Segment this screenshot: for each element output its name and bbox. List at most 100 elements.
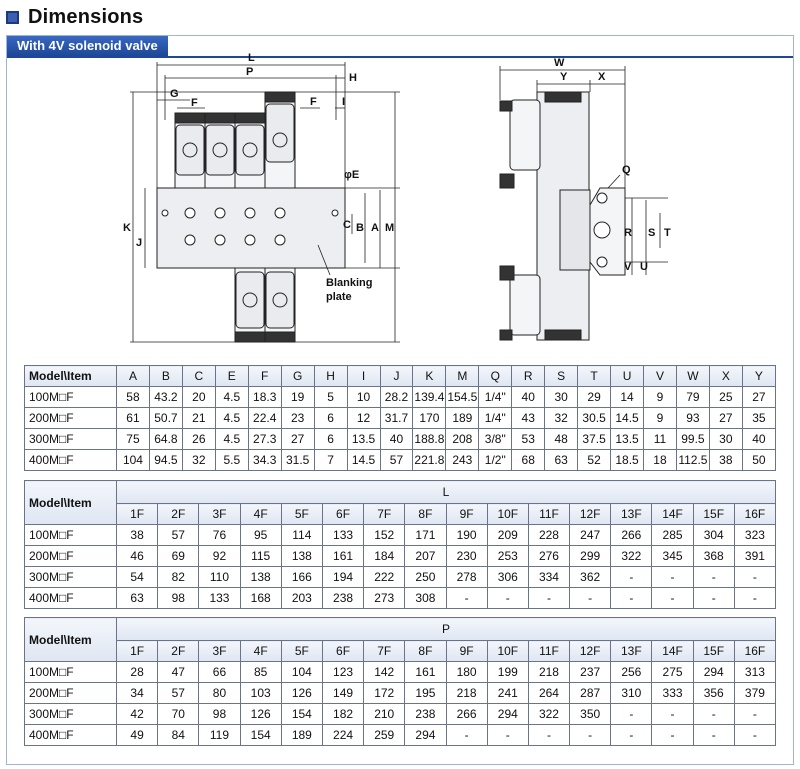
value-cell: 199	[486, 661, 529, 683]
value-cell: 259	[363, 724, 406, 746]
model-cell: 100M□F	[24, 386, 117, 408]
value-cell: 80	[198, 682, 241, 704]
value-cell: 27	[708, 407, 743, 429]
value-cell: 241	[486, 682, 529, 704]
title-row: Dimensions	[6, 4, 143, 30]
value-cell: 171	[404, 524, 447, 546]
value-cell: 299	[569, 545, 612, 567]
value-cell: 38	[115, 524, 159, 546]
value-cell: 30	[544, 386, 579, 408]
value-cell: 1/4"	[478, 407, 513, 429]
value-cell: 253	[486, 545, 529, 567]
value-cell: 188.8	[412, 428, 447, 450]
value-cell: 294	[486, 703, 529, 725]
value-cell: -	[733, 724, 777, 746]
model-cell: 300M□F	[24, 428, 117, 450]
column-header: V	[643, 365, 677, 387]
value-cell: 58	[116, 386, 150, 408]
value-cell: 218	[527, 661, 571, 683]
value-cell: -	[651, 724, 694, 746]
column-header: 12F	[569, 503, 612, 525]
value-cell: 203	[280, 587, 323, 609]
value-cell: 266	[445, 703, 488, 725]
value-cell: 238	[404, 703, 447, 725]
model-cell: 100M□F	[24, 661, 117, 683]
value-cell: 63	[544, 449, 579, 471]
value-cell: 368	[692, 545, 735, 567]
value-cell: 43.2	[148, 386, 183, 408]
column-header: 13F	[610, 640, 653, 662]
value-cell: 32	[181, 449, 216, 471]
value-cell: 30.5	[577, 407, 612, 429]
value-cell: 5	[313, 386, 348, 408]
value-cell: 21	[181, 407, 216, 429]
side-view: W Y X Q R S T V U	[499, 57, 671, 341]
model-header-cell: Model\Item	[24, 365, 117, 387]
value-cell: 275	[651, 661, 694, 683]
label-I: I	[342, 96, 345, 108]
value-cell: 238	[321, 587, 365, 609]
column-header: 13F	[610, 503, 653, 525]
column-header: G	[280, 365, 315, 387]
manifold-base	[156, 187, 346, 269]
value-cell: 237	[569, 661, 612, 683]
value-cell: -	[692, 587, 735, 609]
value-cell: 304	[692, 524, 735, 546]
value-cell: -	[486, 724, 529, 746]
column-header: 2F	[157, 640, 200, 662]
value-cell: 154.5	[445, 386, 480, 408]
label-phiE: φE	[344, 169, 359, 181]
value-cell: 43	[511, 407, 546, 429]
column-header: 6F	[321, 503, 365, 525]
value-cell: 14.5	[346, 449, 381, 471]
value-cell: 69	[157, 545, 200, 567]
column-header: 9F	[445, 503, 488, 525]
value-cell: 126	[239, 703, 282, 725]
value-cell: -	[610, 587, 653, 609]
value-cell: 114	[280, 524, 323, 546]
label-F2: F	[310, 96, 317, 108]
column-header: M	[445, 365, 480, 387]
column-header: T	[577, 365, 612, 387]
group-header: L	[116, 480, 776, 504]
value-cell: 138	[280, 545, 323, 567]
value-cell: 92	[198, 545, 241, 567]
value-cell: 22.4	[247, 407, 282, 429]
bottom-valve-2	[264, 267, 296, 343]
label-U: U	[640, 261, 648, 273]
value-cell: 34.3	[247, 449, 282, 471]
value-cell: 278	[445, 566, 488, 588]
value-cell: 310	[610, 682, 653, 704]
column-header: 10F	[486, 640, 529, 662]
value-cell: 31.5	[280, 449, 315, 471]
value-cell: -	[527, 587, 571, 609]
value-cell: -	[692, 566, 735, 588]
value-cell: 25	[708, 386, 743, 408]
model-cell: 200M□F	[24, 545, 117, 567]
value-cell: -	[733, 587, 777, 609]
value-cell: 10	[346, 386, 381, 408]
model-cell: 400M□F	[24, 724, 117, 746]
value-cell: 345	[651, 545, 694, 567]
value-cell: 79	[675, 386, 710, 408]
column-header: 5F	[280, 503, 323, 525]
value-cell: 61	[116, 407, 150, 429]
value-cell: 3/8"	[478, 428, 513, 450]
value-cell: 115	[239, 545, 282, 567]
value-cell: 256	[610, 661, 653, 683]
column-header: 1F	[115, 640, 159, 662]
top-valve-3	[234, 112, 266, 189]
value-cell: 53	[511, 428, 546, 450]
column-header: 11F	[527, 640, 571, 662]
column-header: 10F	[486, 503, 529, 525]
model-cell: 200M□F	[24, 407, 117, 429]
column-header: 6F	[321, 640, 365, 662]
column-header: 9F	[445, 640, 488, 662]
